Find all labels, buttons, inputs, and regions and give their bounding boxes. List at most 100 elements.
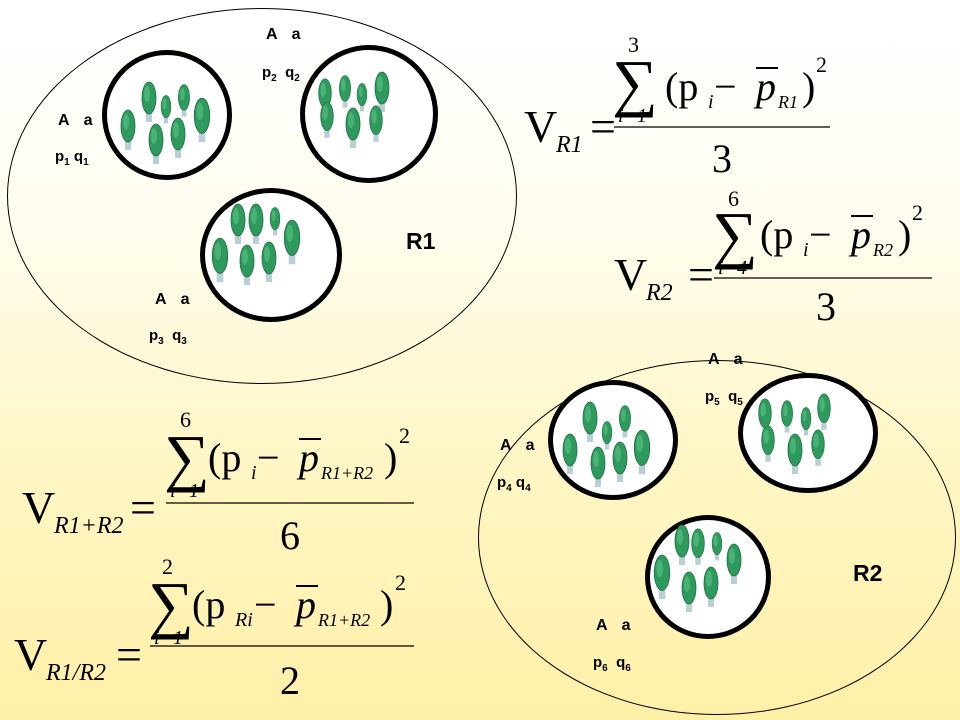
formula-v-r1slashr2-term: (p xyxy=(192,582,225,627)
tree-icon xyxy=(612,441,628,482)
formula-v-r1slashr2-lhs-sub: R1/R2 xyxy=(45,660,106,686)
tree-icon xyxy=(356,83,368,112)
formula-v-r1r2-pbar-sub: R1+R2 xyxy=(320,463,373,483)
tree-icon xyxy=(230,203,246,244)
formula-v-r2-pbar-sub: R2 xyxy=(872,240,893,260)
tree-icon xyxy=(239,244,255,285)
formula-v-r1: V R1 = 3 ∑ i=1 (p i − p R1 ) 2 3 xyxy=(524,32,830,180)
tree-icon xyxy=(726,543,742,584)
formula-v-r1r2-lower: i=1 xyxy=(170,480,199,502)
formula-v-r2-sigma: ∑ xyxy=(712,199,758,270)
tree-icon xyxy=(269,207,281,236)
formula-v-r2-term: (p xyxy=(760,212,793,257)
tree-icon xyxy=(193,97,211,143)
tree-icon xyxy=(160,95,172,124)
formula-v-r1r2-lhs: V xyxy=(22,482,55,533)
formula-v-r2-lhs-sub: R2 xyxy=(645,280,673,306)
tree-icon xyxy=(691,528,705,565)
tree-icon xyxy=(817,393,831,430)
formula-v-r1-sigma: ∑ xyxy=(612,47,658,118)
tree-icon xyxy=(619,405,631,438)
region-r2-label: R2 xyxy=(853,560,883,586)
tree-icon xyxy=(633,429,651,475)
formula-v-r1r2-term-sub: i xyxy=(251,462,257,484)
tree-icon xyxy=(800,407,812,436)
formula-v-r2-term-sub: i xyxy=(803,239,809,261)
formula-v-r1-term-sub: i xyxy=(708,91,714,113)
tree-icon xyxy=(345,107,361,148)
tree-icon xyxy=(582,401,598,442)
tree-icon xyxy=(248,203,264,244)
formula-v-r1r2-equals: = xyxy=(130,482,156,533)
formula-v-r2-close: ) xyxy=(898,212,911,257)
tree-icon xyxy=(761,425,775,462)
tree-icon xyxy=(653,554,671,600)
formula-v-r2-upper: 6 xyxy=(728,186,739,211)
formula-v-r1-pbar: p xyxy=(753,64,776,109)
formula-v-r1r2-upper: 6 xyxy=(180,407,191,432)
formula-v-r2-denominator: 3 xyxy=(816,284,836,326)
formula-v-r1slashr2-upper: 2 xyxy=(162,554,173,579)
formula-v-r1-exp: 2 xyxy=(816,52,827,77)
tree-icon xyxy=(120,109,136,150)
tree-icon xyxy=(261,241,277,282)
tree-icon xyxy=(781,400,793,433)
formula-v-r1r2-denominator: 6 xyxy=(280,513,300,555)
formula-v-r1r2-close: ) xyxy=(384,435,397,480)
tree-icon xyxy=(562,433,578,474)
region-r2-ellipse xyxy=(478,360,956,715)
tree-icon xyxy=(787,433,803,474)
tree-icon xyxy=(283,219,301,265)
formula-v-r1-over-r2: V R1/R2 = 2 ∑ i=1 (p Ri − p R1+R2 ) 2 2 xyxy=(14,554,414,702)
tree-icon xyxy=(320,101,334,138)
tree-icon xyxy=(374,71,390,112)
formula-v-r2-minus: − xyxy=(809,212,832,257)
tree-icon xyxy=(148,123,164,164)
formula-v-r1slashr2-exp: 2 xyxy=(395,570,406,595)
tree-icon xyxy=(674,524,690,565)
population-5-frequencies: p5 q5 xyxy=(705,388,743,408)
formula-v-r1r2-minus: − xyxy=(257,435,280,480)
formula-v-r1r2-sigma: ∑ xyxy=(164,422,210,493)
formula-v-r1-upper: 3 xyxy=(628,32,639,57)
formula-v-r1-lhs-sub: R1 xyxy=(555,132,583,158)
formula-v-r1r2-lhs-sub: R1+R2 xyxy=(53,513,124,539)
tree-icon xyxy=(590,446,606,487)
population-4-frequencies: p4 q4 xyxy=(497,474,531,494)
formula-v-r1slashr2-lhs: V xyxy=(14,629,47,680)
tree-icon xyxy=(811,429,825,466)
tree-icon xyxy=(703,566,719,607)
tree-icon xyxy=(211,237,229,283)
formula-v-r1-denominator: 3 xyxy=(712,136,732,180)
formula-v-r1-minus: − xyxy=(714,64,737,109)
population-6-frequencies: p6 q6 xyxy=(593,654,631,674)
population-4-circle xyxy=(548,380,678,500)
formula-v-r1r2-term: (p xyxy=(208,435,241,480)
formula-v-r2: V R2 = 6 ∑ i=4 (p i − p R2 ) 2 3 xyxy=(614,186,932,326)
tree-icon xyxy=(178,84,190,117)
formula-v-r1-equals: = xyxy=(590,101,616,152)
tree-icon xyxy=(141,81,157,122)
formula-v-r1slashr2-lower: i=1 xyxy=(154,627,183,649)
population-1-frequencies: p1 q1 xyxy=(55,148,89,168)
formula-v-r2-equals: = xyxy=(688,249,714,300)
formula-v-r1-close: ) xyxy=(802,64,815,109)
tree-icon xyxy=(339,75,351,108)
formula-v-r1slashr2-term-sub: Ri xyxy=(234,609,253,631)
formula-v-r1r2-pbar: p xyxy=(296,435,319,480)
formula-v-r1-lower: i=1 xyxy=(618,105,647,127)
tree-icon xyxy=(711,532,723,561)
formula-v-r2-lower: i=4 xyxy=(718,257,747,279)
formula-v-r2-pbar: p xyxy=(848,212,871,257)
formula-v-r1-plus-r2: V R1+R2 = 6 ∑ i=1 (p i − p R1+R2 ) 2 6 xyxy=(22,407,414,555)
region-r1-ellipse xyxy=(7,8,517,384)
formula-v-r2-exp: 2 xyxy=(912,200,923,225)
formula-v-r1r2-exp: 2 xyxy=(399,423,410,448)
formula-v-r1-term: (p xyxy=(665,64,698,109)
formula-v-r1-lhs: V xyxy=(524,101,557,152)
tree-icon xyxy=(601,421,613,450)
